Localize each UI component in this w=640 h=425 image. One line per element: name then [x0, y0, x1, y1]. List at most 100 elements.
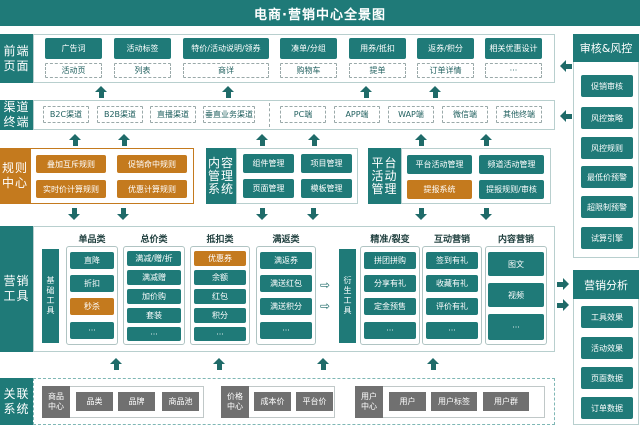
column-title: 内容营销 [497, 235, 534, 245]
arrow-down-icon [307, 208, 319, 220]
tool-item[interactable]: 优惠券 [194, 251, 246, 266]
analysis-item[interactable]: 订单数据 [581, 397, 633, 419]
arrow-up-icon [213, 358, 225, 370]
tool-item[interactable]: 视频 [488, 283, 544, 307]
terminal-item[interactable]: WAP端 [388, 106, 434, 123]
tool-item[interactable]: 加价购 [127, 289, 181, 304]
cms-item[interactable]: 组件管理 [243, 154, 294, 173]
channel-item[interactable]: 直播渠道 [150, 106, 196, 123]
rule-item[interactable]: 优惠计算规则 [117, 180, 187, 198]
related-item[interactable]: 用户标签 [431, 392, 477, 411]
terminal-item[interactable]: APP端 [334, 106, 380, 123]
frontend-top-item[interactable]: 凑单/分组 [280, 38, 337, 59]
platform-item[interactable]: 频道活动管理 [479, 155, 544, 174]
tool-item[interactable]: 余额 [194, 270, 246, 285]
tool-item[interactable]: 签到有礼 [426, 252, 478, 269]
tool-item[interactable]: 折扣 [70, 275, 114, 292]
related-item[interactable]: 品类 [76, 392, 113, 411]
label-line: 页面 [3, 58, 30, 73]
row-label-related: 关联系统 [0, 378, 33, 425]
tool-item[interactable]: ··· [260, 322, 312, 339]
arrow-right-hollow-icon: ⇨ [320, 278, 331, 292]
tool-item[interactable]: 图文 [488, 252, 544, 276]
arrow-down-icon [480, 208, 492, 220]
channel-item[interactable]: B2B渠道 [97, 106, 143, 123]
terminal-item[interactable]: 微信端 [442, 106, 488, 123]
tool-item[interactable]: 红包 [194, 289, 246, 304]
frontend-page-item[interactable]: 活动页 [45, 63, 102, 78]
label-line: 中心 [1, 176, 28, 190]
frontend-top-item[interactable]: 用券/抵扣 [349, 38, 406, 59]
platform-item[interactable]: 平台活动管理 [407, 155, 472, 174]
frontend-page-item[interactable]: 商详 [183, 63, 269, 78]
rule-item[interactable]: 叠加互斥规则 [36, 155, 106, 173]
frontend-page-item[interactable]: 购物车 [280, 63, 337, 78]
row-label-rules: 规则中心 [0, 148, 30, 204]
label-line: 平台 [371, 155, 398, 170]
related-item[interactable]: 平台价 [296, 392, 333, 411]
platform-item[interactable]: 提报规则/审核 [479, 180, 544, 199]
related-item[interactable]: 商品池 [162, 392, 199, 411]
audit-item[interactable]: 最低价预警 [581, 166, 633, 188]
audit-item[interactable]: 超限制预警 [581, 196, 633, 218]
frontend-top-item[interactable]: 返券/积分 [417, 38, 474, 59]
platform-item[interactable]: 提报系统 [407, 180, 472, 199]
derived-tools-label: 衍生工具 [339, 249, 356, 343]
analysis-item[interactable]: 活动效果 [581, 337, 633, 359]
audit-item[interactable]: 风控规则 [581, 137, 633, 159]
tool-item[interactable]: ··· [70, 322, 114, 339]
tool-item[interactable]: 满送红包 [260, 275, 312, 292]
tool-item[interactable]: 积分 [194, 308, 246, 323]
tool-item[interactable]: 拼团拼购 [364, 252, 416, 269]
analysis-item[interactable]: 页面数据 [581, 367, 633, 389]
tool-item[interactable]: 收藏有礼 [426, 275, 478, 292]
tool-item[interactable]: 满返券 [260, 252, 312, 269]
tool-item[interactable]: ··· [194, 327, 246, 341]
tool-item[interactable]: ··· [426, 322, 478, 339]
frontend-top-item[interactable]: 特价/活动说明/领券 [183, 38, 269, 59]
cms-item[interactable]: 项目管理 [301, 154, 352, 173]
label-line: 工具 [3, 289, 30, 303]
tool-item[interactable]: 满减/赠/折 [127, 251, 181, 266]
analysis-item[interactable]: 工具效果 [581, 306, 633, 328]
related-group-label: 用户中心 [355, 386, 383, 418]
frontend-page-item[interactable]: ··· [485, 63, 542, 78]
channel-item[interactable]: 垂直业务渠道 [203, 106, 255, 123]
audit-item[interactable]: 风控策略 [581, 107, 633, 129]
frontend-page-item[interactable]: 列表 [114, 63, 171, 78]
frontend-top-item[interactable]: 相关优惠设计 [485, 38, 542, 59]
related-group-label: 商品中心 [42, 386, 70, 418]
arrow-right-hollow-icon: ⇨ [320, 299, 331, 313]
tool-item[interactable]: 套装 [127, 308, 181, 323]
frontend-page-item[interactable]: 提单 [349, 63, 406, 78]
tool-item[interactable]: ··· [364, 322, 416, 339]
label-line: 营销 [3, 274, 30, 288]
tool-item[interactable]: 秒杀 [70, 298, 114, 315]
tool-item[interactable]: 分享有礼 [364, 275, 416, 292]
related-item[interactable]: 用户群 [483, 392, 529, 411]
tool-item[interactable]: ··· [127, 327, 181, 341]
arrow-up-icon [360, 86, 372, 98]
tool-item[interactable]: 满减赠 [127, 270, 181, 285]
frontend-page-item[interactable]: 订单详情 [417, 63, 474, 78]
tool-item[interactable]: 定金预售 [364, 298, 416, 315]
channel-item[interactable]: B2C渠道 [43, 106, 89, 123]
related-item[interactable]: 用户 [389, 392, 426, 411]
related-item[interactable]: 成本价 [254, 392, 291, 411]
tool-item[interactable]: 评价有礼 [426, 298, 478, 315]
terminal-item[interactable]: PC端 [280, 106, 326, 123]
audit-item[interactable]: 试算引擎 [581, 227, 633, 249]
audit-item[interactable]: 促销审核 [581, 75, 633, 97]
frontend-top-item[interactable]: 广告词 [45, 38, 102, 59]
rule-item[interactable]: 实时价计算规则 [36, 180, 106, 198]
related-item[interactable]: 品牌 [118, 392, 155, 411]
tool-item[interactable]: ··· [488, 314, 544, 340]
frontend-top-item[interactable]: 活动标签 [114, 38, 171, 59]
cms-item[interactable]: 模板管理 [301, 179, 352, 198]
label-line: 规则 [1, 161, 28, 175]
rule-item[interactable]: 促销命中规则 [117, 155, 187, 173]
terminal-item[interactable]: 其他终端 [496, 106, 542, 123]
tool-item[interactable]: 满送积分 [260, 298, 312, 315]
tool-item[interactable]: 直降 [70, 252, 114, 269]
cms-item[interactable]: 页面管理 [243, 179, 294, 198]
